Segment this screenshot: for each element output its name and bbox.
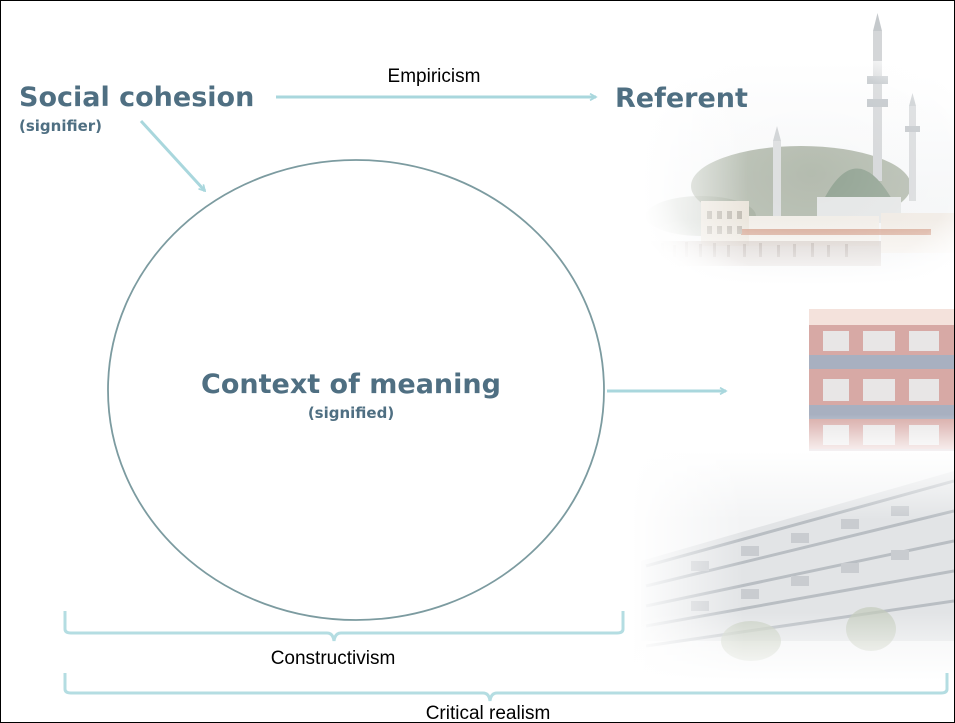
signifier-to-context-arrow [139,119,205,191]
signifier-subtitle: (signifier) [19,117,102,135]
housing-block-photo [631,451,954,681]
referent-title: Referent [615,83,748,114]
context-circle [107,159,605,621]
balcony-building-photo [809,309,954,459]
empiricism-label: Empiricism [388,66,481,87]
critical-realism-label: Critical realism [426,703,551,722]
context-subtitle: (signified) [308,404,394,422]
mosque-photo [637,13,954,286]
constructivism-label: Constructivism [271,648,396,669]
signifier-title: Social cohesion [19,82,254,113]
constructivism-bracket [63,611,625,642]
context-title: Context of meaning [201,369,501,400]
critical-realism-bracket [63,673,949,702]
